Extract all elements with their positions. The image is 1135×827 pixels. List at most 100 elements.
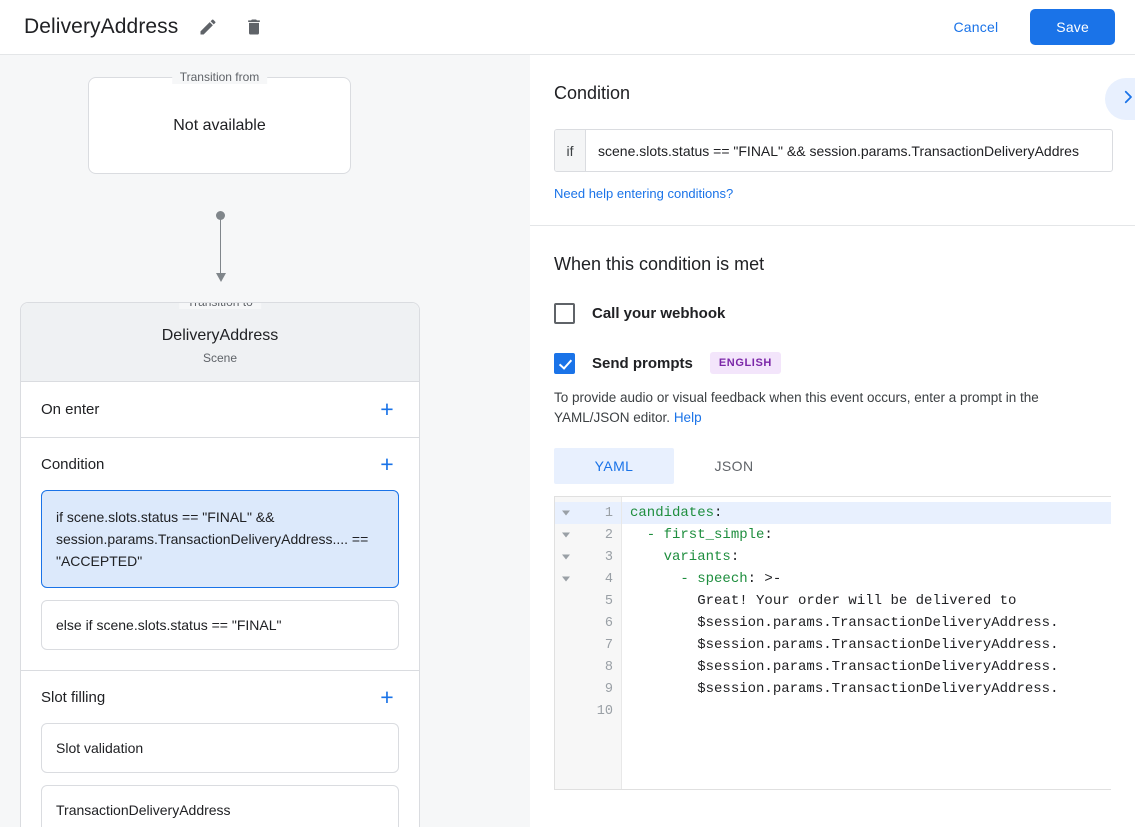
section-condition: Condition + if scene.slots.status == "FI… <box>21 438 419 671</box>
add-condition-button[interactable]: + <box>380 450 394 477</box>
transition-connector <box>215 211 226 285</box>
yaml-punct: : <box>764 527 773 543</box>
editor-format-tabs: YAML JSON <box>554 448 1111 484</box>
line-number: 10 <box>596 703 613 719</box>
transition-to-card: Transition to DeliveryAddress Scene On e… <box>20 302 420 827</box>
code-line-9: $session.params.TransactionDeliveryAddre… <box>622 678 1111 700</box>
fold-triangle-icon[interactable] <box>562 554 570 560</box>
body: Transition from Not available Transition… <box>0 55 1135 827</box>
on-enter-title: On enter <box>41 401 100 418</box>
chevron-right-icon <box>1119 88 1135 111</box>
condition-expression-input[interactable] <box>586 130 1112 171</box>
connector-arrow-icon <box>215 273 226 282</box>
line-number: 8 <box>604 659 613 675</box>
line-number: 1 <box>604 505 613 521</box>
spacer <box>41 662 399 670</box>
gutter-line-3: 3 <box>555 546 621 568</box>
line-number: 2 <box>604 527 613 543</box>
yaml-key: - speech <box>630 571 748 587</box>
code-line-4: - speech: >- <box>622 568 1111 590</box>
section-on-enter: On enter + <box>21 382 419 438</box>
code-line-10 <box>622 700 1111 722</box>
fold-triangle-icon[interactable] <box>562 576 570 582</box>
gutter-line-8: 8 <box>555 656 621 678</box>
yaml-key: variants <box>630 549 731 565</box>
expand-panel-button[interactable] <box>1105 78 1135 120</box>
slot-item-transaction-delivery-address[interactable]: TransactionDeliveryAddress <box>41 785 399 827</box>
webhook-row: Call your webhook <box>554 303 1111 324</box>
condition-help-link[interactable]: Need help entering conditions? <box>554 186 734 201</box>
transition-graph-pane: Transition from Not available Transition… <box>0 55 530 827</box>
fold-triangle-icon[interactable] <box>562 510 570 516</box>
code-line-1: candidates: <box>622 502 1111 524</box>
code-line-2: - first_simple: <box>622 524 1111 546</box>
edit-name-button[interactable] <box>192 11 224 43</box>
gutter-line-9: 9 <box>555 678 621 700</box>
editor-code-area[interactable]: candidates: - first_simple: variants: - … <box>622 497 1111 789</box>
scene-name: DeliveryAddress <box>161 327 279 344</box>
code-line-3: variants: <box>622 546 1111 568</box>
page-title: DeliveryAddress <box>24 15 179 38</box>
section-slot-filling: Slot filling + Slot validation Transacti… <box>21 671 419 827</box>
yaml-key: - first_simple <box>630 527 765 543</box>
transition-from-value: Not available <box>173 116 266 134</box>
yaml-text: $session.params.TransactionDeliveryAddre… <box>630 637 1059 653</box>
on-enter-header: On enter + <box>41 382 399 437</box>
send-prompts-label: Send prompts <box>592 354 693 372</box>
code-line-8: $session.params.TransactionDeliveryAddre… <box>622 656 1111 678</box>
transition-to-legend: Transition to <box>179 303 261 309</box>
yaml-punct: : <box>730 549 740 565</box>
fold-triangle-icon[interactable] <box>562 532 570 538</box>
condition-header: Condition + <box>41 438 399 490</box>
trash-icon <box>244 17 264 37</box>
helper-text-body: To provide audio or visual feedback when… <box>554 390 1039 425</box>
gutter-line-10: 10 <box>555 700 621 722</box>
scene-type: Scene <box>202 351 238 365</box>
line-number: 3 <box>604 549 613 565</box>
prompts-helper-text: To provide audio or visual feedback when… <box>554 388 1111 428</box>
line-number: 9 <box>604 681 613 697</box>
app-bar: DeliveryAddress Cancel Save <box>0 0 1135 55</box>
condition-editor-block: Condition if Need help entering conditio… <box>530 55 1135 226</box>
line-number: 6 <box>604 615 613 631</box>
when-met-heading: When this condition is met <box>554 254 765 274</box>
tab-json[interactable]: JSON <box>714 458 754 474</box>
cancel-button[interactable]: Cancel <box>938 10 1015 44</box>
slot-filling-header: Slot filling + <box>41 671 399 723</box>
helper-help-link[interactable]: Help <box>673 410 702 425</box>
gutter-line-6: 6 <box>555 612 621 634</box>
slot-filling-title: Slot filling <box>41 688 106 706</box>
transition-from-card[interactable]: Transition from Not available <box>88 70 351 174</box>
yaml-text: $session.params.TransactionDeliveryAddre… <box>630 681 1059 697</box>
slot-item-validation[interactable]: Slot validation <box>41 723 399 773</box>
yaml-text: $session.params.TransactionDeliveryAddre… <box>630 615 1059 631</box>
add-slot-button[interactable]: + <box>380 683 394 710</box>
line-number: 5 <box>604 593 613 609</box>
send-prompts-checkbox[interactable] <box>554 352 575 374</box>
language-badge: ENGLISH <box>709 352 781 374</box>
send-prompts-row: Send prompts ENGLISH <box>554 352 1111 374</box>
gutter-line-5: 5 <box>555 590 621 612</box>
call-webhook-checkbox[interactable] <box>554 303 575 324</box>
if-prefix-label: if <box>555 130 586 171</box>
yaml-punct: : <box>714 505 723 521</box>
tab-yaml[interactable]: YAML <box>554 448 674 484</box>
code-line-5: Great! Your order will be delivered to <box>622 590 1111 612</box>
line-number: 4 <box>604 571 613 587</box>
scene-header[interactable]: DeliveryAddress Scene <box>21 303 419 382</box>
transition-from-legend: Transition from <box>171 70 268 84</box>
save-button[interactable]: Save <box>1030 9 1115 45</box>
condition-input-row[interactable]: if <box>554 129 1113 172</box>
condition-item-selected[interactable]: if scene.slots.status == "FINAL" && sess… <box>41 490 399 588</box>
add-on-enter-button[interactable]: + <box>380 396 394 422</box>
delete-button[interactable] <box>238 11 270 43</box>
gutter-line-4: 4 <box>555 568 621 590</box>
connector-line <box>219 218 221 275</box>
yaml-text: $session.params.TransactionDeliveryAddre… <box>630 659 1059 675</box>
yaml-punct: : >- <box>747 571 782 587</box>
condition-item[interactable]: else if scene.slots.status == "FINAL" <box>41 600 399 650</box>
condition-title: Condition <box>41 455 105 473</box>
call-webhook-label: Call your webhook <box>592 305 726 322</box>
